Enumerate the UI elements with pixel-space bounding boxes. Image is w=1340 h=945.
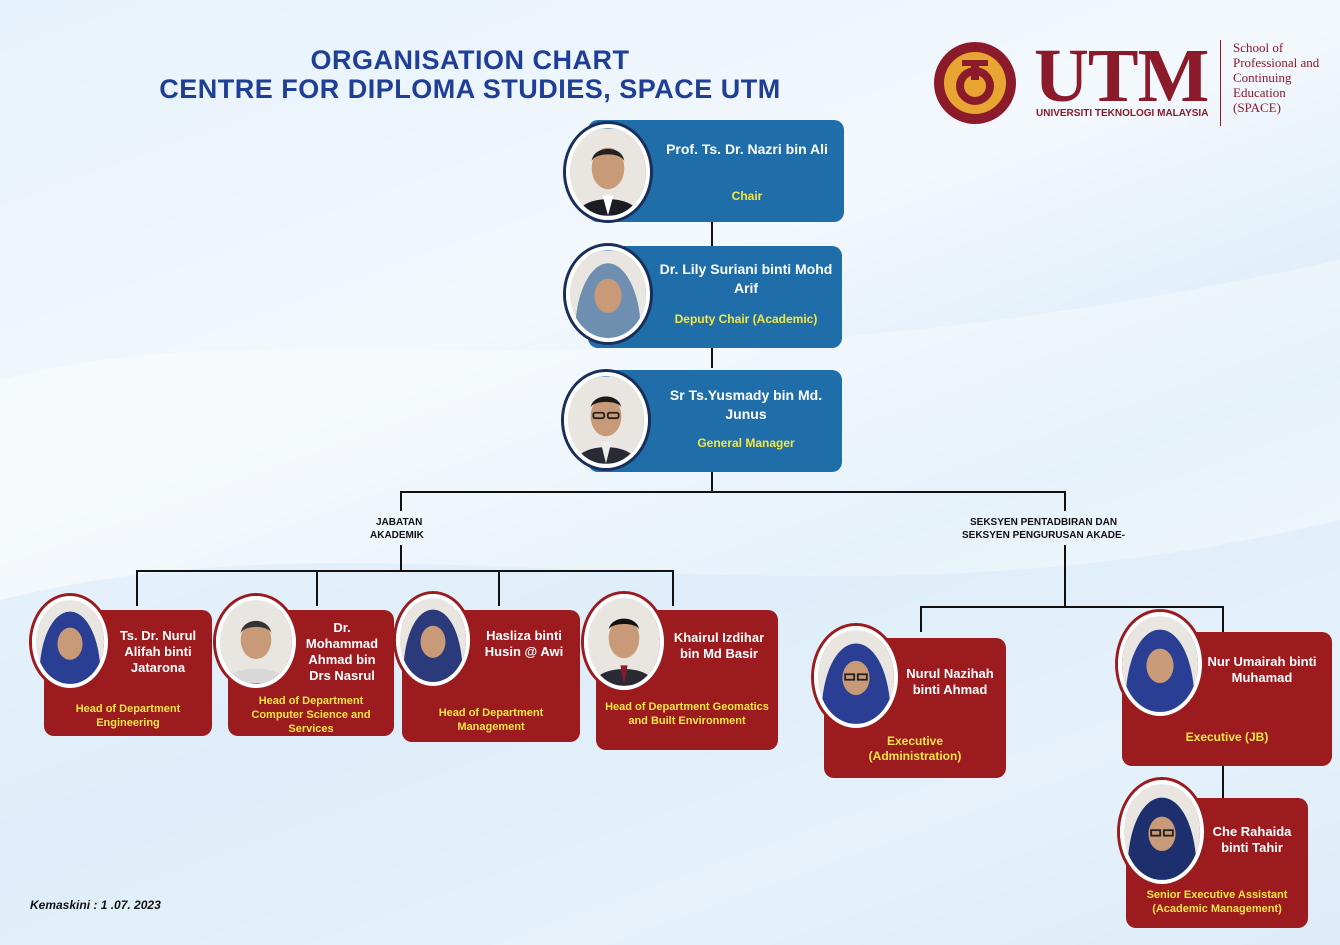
update-date: Kemaskini : 1 .07. 2023	[30, 898, 161, 912]
person-role: Head of Department Geomatics and Built E…	[605, 701, 769, 727]
connector-line	[711, 348, 713, 368]
person-name: Sr Ts.Yusmady bin Md. Junus	[669, 387, 823, 422]
connector-line	[1064, 545, 1066, 607]
person-photo	[564, 372, 648, 468]
person-photo	[1120, 780, 1204, 884]
person-role: General Manager	[697, 436, 795, 450]
connector-line	[711, 472, 713, 492]
school-name: School of Professional and Continuing Ed…	[1233, 40, 1320, 115]
person-name: Hasliza binti Husin @ Awi	[484, 628, 564, 659]
section-label-academic: JABATAN AKADEMIK	[370, 517, 424, 541]
utm-space-logo: UTM UNIVERSITI TEKNOLOGI MALAYSIA School…	[926, 38, 1336, 130]
connector-line	[400, 545, 402, 571]
connector-line	[1222, 606, 1224, 632]
person-photo	[216, 596, 296, 688]
person-photo	[396, 594, 470, 686]
section-label-admin: SEKSYEN PENTADBIRAN DAN SEKSYEN PENGURUS…	[962, 517, 1125, 541]
org-card-department: Dr. Mohammad Ahmad bin Drs Nasrul Head o…	[228, 610, 394, 736]
person-photo	[566, 246, 650, 342]
person-role: Executive (Administration)	[868, 734, 962, 763]
logo-divider	[1220, 40, 1221, 126]
person-photo	[584, 594, 664, 690]
person-photo	[1118, 612, 1202, 716]
person-role: Deputy Chair (Academic)	[674, 312, 818, 326]
person-role: Senior Executive Assistant (Academic Man…	[1146, 889, 1288, 915]
connector-line	[136, 570, 138, 606]
utm-seal-icon	[934, 42, 1016, 124]
connector-line	[1222, 766, 1224, 798]
person-name: Dr. Lily Suriani binti Mohd Arif	[659, 261, 833, 296]
person-role: Chair	[731, 189, 763, 203]
utm-wordmark: UTM	[1034, 34, 1209, 118]
person-role: Head of Department Computer Science and …	[251, 695, 371, 735]
connector-line	[672, 570, 674, 606]
connector-line	[316, 570, 318, 606]
person-role: Head of Department Engineering	[75, 703, 181, 729]
person-photo	[566, 124, 650, 220]
person-name: Khairul Izdihar bin Md Basir	[673, 630, 765, 661]
person-name: Che Rahaida binti Tahir	[1212, 824, 1292, 855]
connector-line	[1064, 491, 1066, 511]
connector-line	[920, 606, 1224, 608]
connector-line	[498, 570, 500, 606]
connector-line	[920, 606, 922, 632]
person-name: Nur Umairah binti Muhamad	[1207, 654, 1317, 685]
connector-line	[136, 570, 674, 572]
person-name: Dr. Mohammad Ahmad bin Drs Nasrul	[305, 620, 379, 683]
person-name: Ts. Dr. Nurul Alifah binti Jatarona	[119, 628, 197, 675]
person-name: Prof. Ts. Dr. Nazri bin Ali	[666, 141, 828, 157]
connector-line	[400, 491, 402, 511]
connector-line	[400, 491, 1066, 493]
university-name: UNIVERSITI TEKNOLOGI MALAYSIA	[1036, 108, 1209, 119]
person-role: Executive (JB)	[1185, 730, 1269, 744]
person-name: Nurul Nazihah binti Ahmad	[906, 666, 994, 697]
person-photo	[32, 596, 108, 688]
person-photo	[814, 626, 898, 728]
page-title: ORGANISATION CHART CENTRE FOR DIPLOMA ST…	[159, 45, 781, 104]
person-role: Head of Department Management	[438, 707, 544, 733]
connector-line	[711, 222, 713, 246]
